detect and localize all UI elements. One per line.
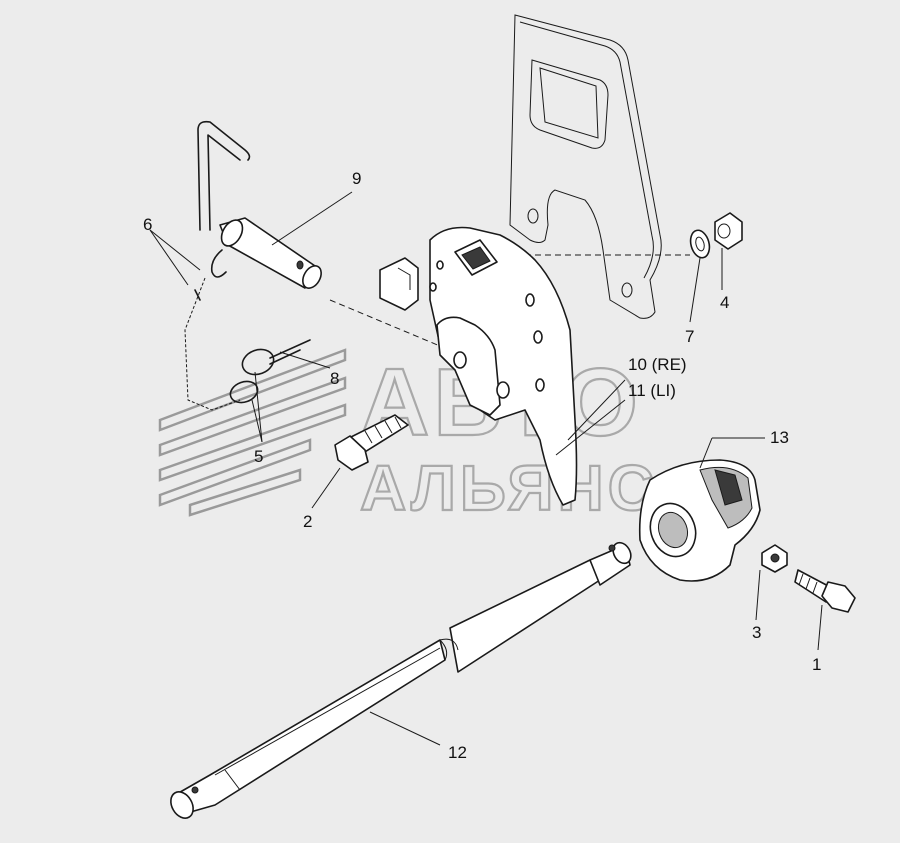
watermark-logo [158, 348, 347, 517]
washer-7 [689, 229, 711, 259]
shaft-12 [170, 541, 632, 819]
callout-7: 7 [685, 327, 694, 346]
callout-11: 11 (LI) [628, 381, 676, 400]
bolt-2 [334, 414, 409, 471]
mounting-plate [509, 14, 662, 319]
nut-4 [714, 212, 743, 250]
bolt-1 [794, 569, 856, 613]
spring-clip [229, 339, 311, 404]
retaining-chain [184, 249, 241, 411]
hitch-pin [197, 120, 322, 289]
callout-12: 12 [448, 743, 467, 762]
callout-9: 9 [352, 169, 361, 188]
hub-13 [638, 459, 761, 582]
callout-13: 13 [770, 428, 789, 447]
callout-8: 8 [330, 369, 339, 388]
watermark-line2: АЛЬЯНС [360, 452, 658, 524]
callout-6: 6 [143, 215, 152, 234]
bracket [429, 226, 578, 506]
callout-3: 3 [752, 623, 761, 642]
callout-5: 5 [254, 447, 263, 466]
callout-4: 4 [720, 293, 729, 312]
callout-10: 10 (RE) [628, 355, 687, 374]
clip-tab [379, 257, 419, 311]
nut-3 [761, 544, 788, 573]
callout-2: 2 [303, 512, 312, 531]
leader-lines [149, 191, 823, 746]
callout-1: 1 [812, 655, 821, 674]
